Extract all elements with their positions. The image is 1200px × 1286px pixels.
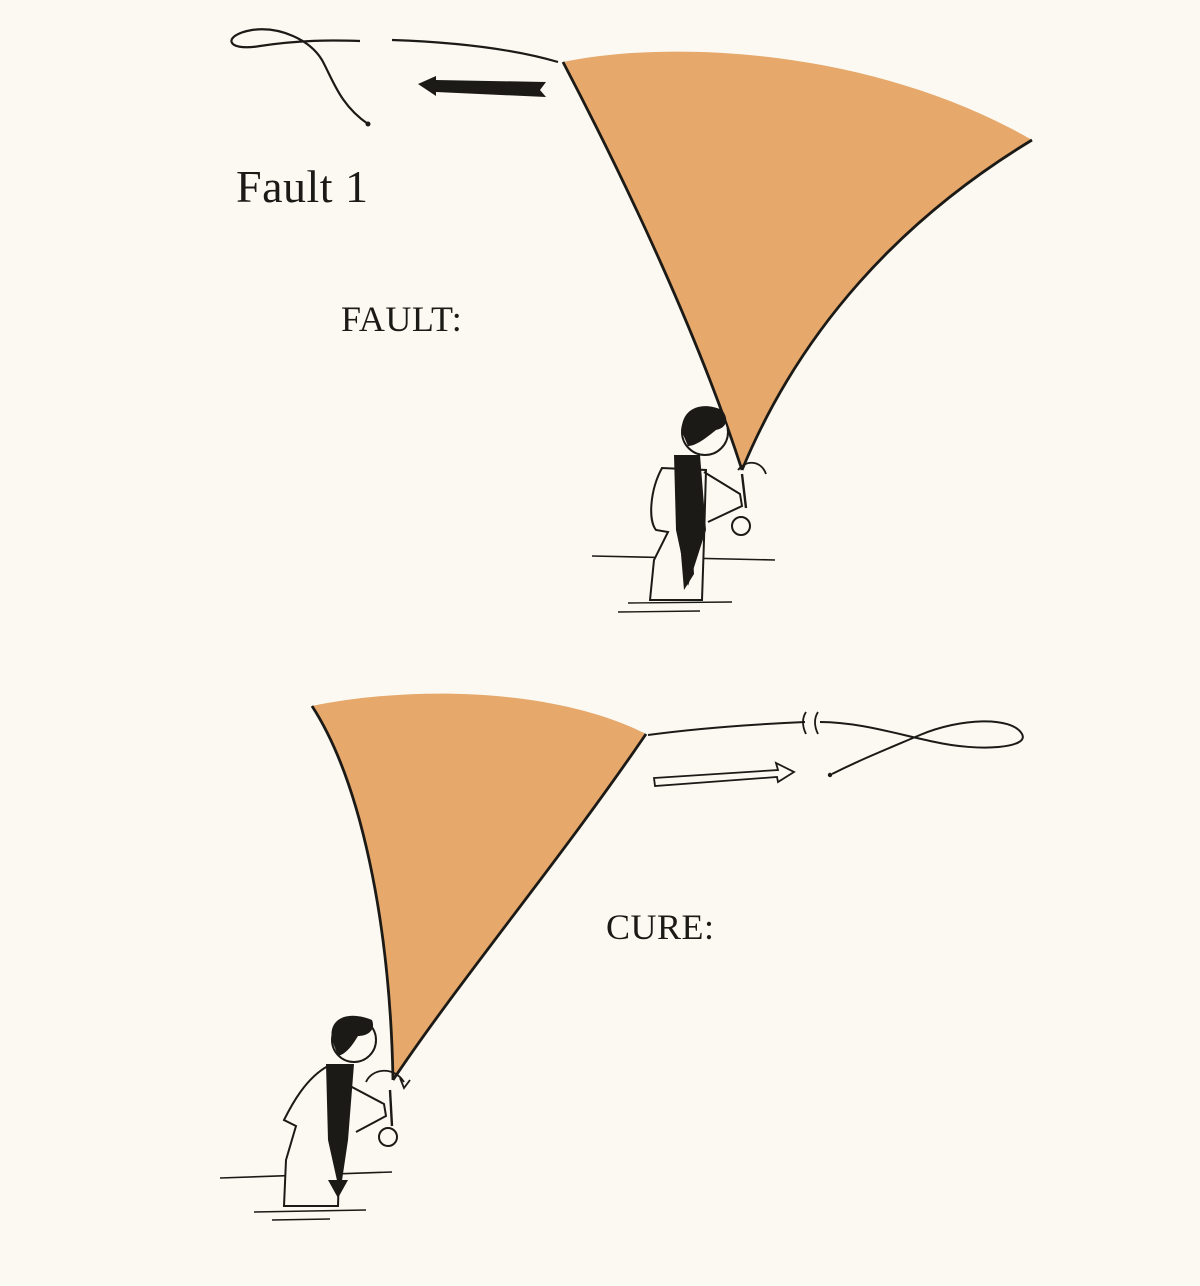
- fault-label: FAULT:: [341, 299, 463, 339]
- cure-angler-icon: [219, 1015, 411, 1221]
- diagram-title: Fault 1: [236, 161, 369, 212]
- fault-angler-icon: [591, 406, 776, 613]
- fault-rod-arc-wedge: [563, 51, 1032, 470]
- cure-label: CURE:: [606, 907, 715, 947]
- fault-fly-line-icon: [230, 28, 369, 125]
- fault-arrow-icon: [418, 76, 546, 97]
- cure-rod-arc-wedge: [312, 693, 646, 1080]
- cure-scene: [219, 693, 1024, 1221]
- fault-scene: [230, 28, 1033, 613]
- cure-arrow-icon: [652, 761, 796, 787]
- fault-line-segment: [391, 38, 559, 64]
- cure-fly-line-icon: [647, 721, 806, 736]
